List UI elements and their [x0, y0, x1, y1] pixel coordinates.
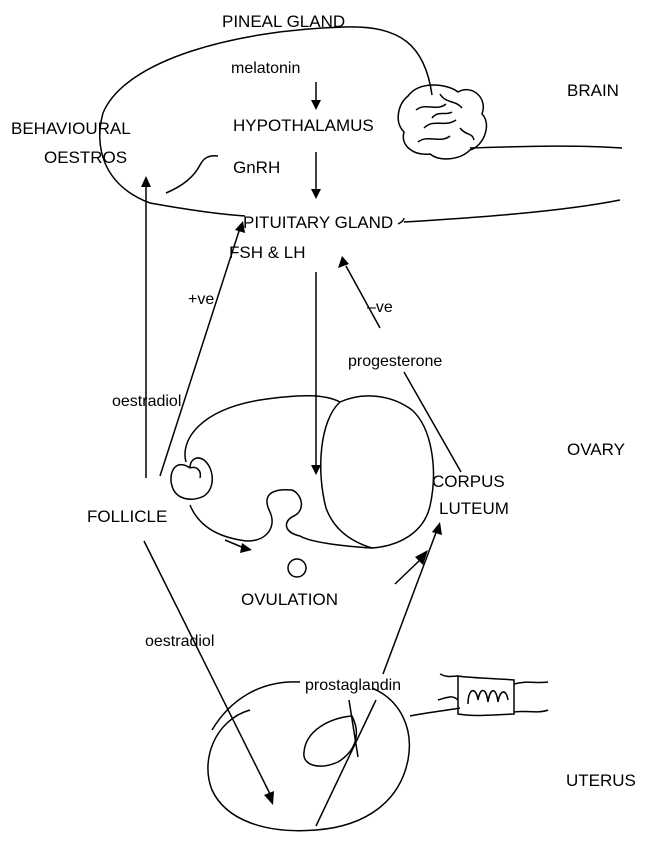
- prostaglandin-corpus-arrowhead: [432, 522, 442, 535]
- brain-top-right-outline: [470, 146, 622, 148]
- brain-region-label: BRAIN: [567, 81, 619, 100]
- follicle-label: FOLLICLE: [87, 507, 167, 526]
- oviduct-villi: [458, 676, 514, 716]
- prostaglandin-label: prostaglandin: [305, 677, 401, 694]
- oestradiol-uterus-arrow: [144, 541, 270, 794]
- follicle-ovulation-arrowhead: [240, 543, 252, 553]
- melatonin-arrowhead: [311, 100, 321, 110]
- uterus-inner-curve: [212, 682, 300, 730]
- negative-feedback-label: –ve: [367, 299, 393, 316]
- brain-stem-outline: [404, 200, 620, 222]
- positive-feedback-arrow: [160, 228, 240, 476]
- prostaglandin-line-b: [316, 700, 376, 826]
- corpus-luteum-body: [321, 402, 372, 548]
- negative-feedback-arrowhead: [338, 256, 349, 268]
- negative-feedback-line-upper: [346, 266, 380, 328]
- ovulation-label: OVULATION: [241, 590, 338, 609]
- oviduct-folds: [468, 691, 508, 705]
- behavioural-oestros-label-line2: OESTROS: [44, 148, 127, 167]
- prostaglandin-corpus-arrow: [383, 530, 437, 674]
- ovary-outline: [185, 396, 433, 548]
- pituitary-gland-label: PITUITARY GLAND: [243, 213, 393, 232]
- progesterone-label: progesterone: [348, 353, 442, 370]
- pineal-gland-label: PINEAL GLAND: [222, 12, 345, 31]
- ovulation-corpus-arrow: [395, 560, 420, 584]
- ovum-icon: [288, 559, 306, 577]
- uterus-region-label: UTERUS: [566, 771, 636, 790]
- oviduct-right-ends: [514, 682, 548, 712]
- follicle-ovulation-arrow: [225, 540, 244, 548]
- cerebellum-folds: [416, 94, 474, 142]
- hypothalamus-label: HYPOTHALAMUS: [233, 116, 374, 135]
- ovary-region-label: OVARY: [567, 440, 625, 459]
- gnrh-connector: [166, 156, 218, 193]
- oestradiol-lower-label: oestradiol: [145, 633, 214, 650]
- behavioural-oestros-label-line1: BEHAVIOURAL: [11, 119, 131, 138]
- oestradiol-uterus-arrowhead: [264, 791, 274, 805]
- fsh-lh-label: FSH & LH: [229, 243, 306, 262]
- fsh-lh-arrowhead: [311, 465, 321, 475]
- corpus-luteum-label-line1: CORPUS: [432, 472, 505, 491]
- gnrh-label: GnRH: [233, 158, 280, 177]
- oestradiol-behaviour-arrowhead: [141, 176, 151, 187]
- follicle-shape: [171, 458, 212, 499]
- oviduct-tube: [410, 708, 460, 716]
- oviduct-left-ends: [438, 674, 458, 700]
- follicle-inner: [190, 467, 200, 478]
- corpus-luteum-label-line2: LUTEUM: [439, 499, 509, 518]
- melatonin-label: melatonin: [231, 60, 300, 77]
- uterus-outline: [208, 688, 409, 831]
- positive-feedback-label: +ve: [188, 291, 214, 308]
- pituitary-hook: [398, 218, 404, 224]
- hypothalamus-pituitary-arrowhead: [311, 189, 321, 199]
